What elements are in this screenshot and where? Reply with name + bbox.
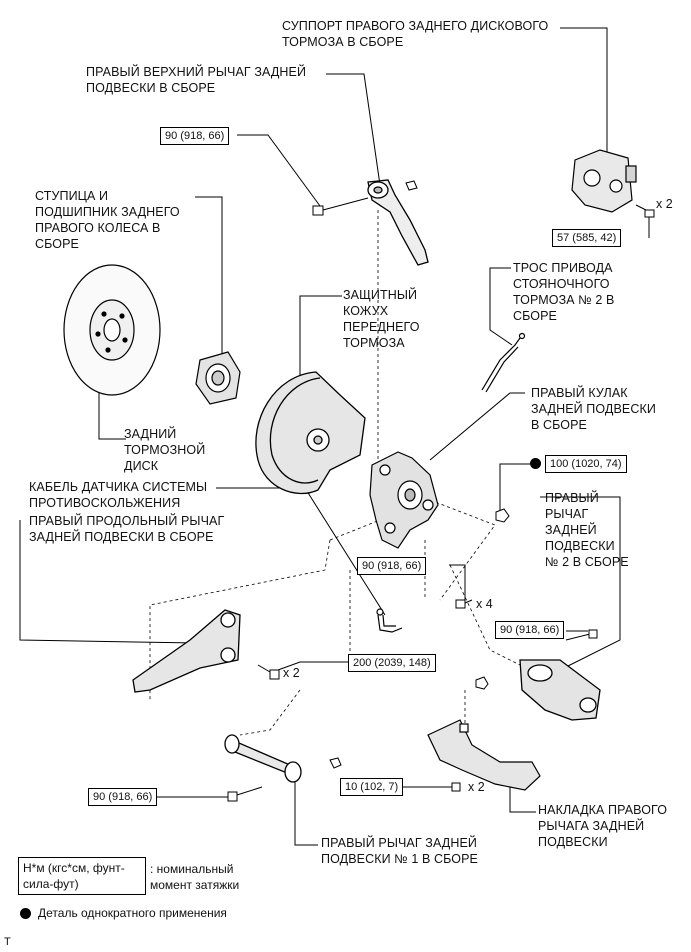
upper-arm-bolt [312, 180, 418, 216]
shield-drawing [255, 371, 366, 495]
arm-no1-drawing [224, 734, 302, 783]
knuckle-nut [495, 508, 510, 523]
leader-trailing [19, 520, 198, 644]
torque-hub: 90 (918, 66) [357, 557, 427, 575]
leader-hub-torque [449, 564, 466, 600]
torque-upper-arm: 90 (918, 66) [160, 127, 230, 145]
legend-units-desc: : номинальный момент затяжки [150, 862, 240, 892]
leader-shield [299, 295, 342, 395]
abs-cable-drawing [376, 608, 403, 633]
leader-knuckle [429, 392, 525, 461]
leader-arm-no1 [294, 775, 318, 846]
caliper-bolt [635, 204, 655, 218]
leader-parking [489, 267, 513, 346]
hub-drawing [195, 351, 241, 405]
abs-cable-label: КАБЕЛЬ ДАТЧИКА СИСТЕМЫ ПРОТИВОСКОЛЬЖЕНИЯ [29, 480, 208, 510]
legend-units-box: Н*м (кгс*см, фунт- сила-фут) [18, 857, 146, 895]
torque-knuckle: 100 (1020, 74) [545, 455, 627, 473]
arm-no1-bolt [227, 757, 342, 802]
leader-knuckle-torque [499, 463, 530, 510]
knuckle-label: ПРАВЫЙ КУЛАК ЗАДНЕЙ ПОДВЕСКИ В СБОРЕ [531, 386, 656, 432]
mult-hub: x 4 [476, 597, 493, 611]
leader-caliper [560, 27, 608, 168]
leader-arm-no2 [540, 496, 621, 671]
cover-label: НАКЛАДКА ПРАВОГО РЫЧАГА ЗАДНЕЙ ПОДВЕСКИ [538, 803, 668, 849]
caliper-drawing [571, 149, 637, 213]
leader-cover [509, 778, 536, 813]
disc-drawing [63, 264, 161, 396]
leader-upper-arm-torque [237, 134, 321, 207]
trailing-arm-drawing [132, 609, 241, 693]
leader-hub [195, 196, 223, 372]
disc-label: ЗАДНИЙ ТОРМОЗНОЙ ДИСК [124, 427, 206, 473]
one-time-use-dot [530, 458, 541, 469]
trailing-arm-label: ПРАВЫЙ ПРОДОЛЬНЫЙ РЫЧАГ ЗАДНЕЙ ПОДВЕСКИ … [29, 514, 225, 544]
knuckle-drawing [369, 451, 439, 549]
mult-cover: x 2 [468, 780, 485, 794]
parking-cable-drawing [481, 332, 526, 393]
hub-bolts [455, 599, 473, 609]
shield-label: ЗАЩИТНЫЙ КОЖУХ ПЕРЕДНЕГО ТОРМОЗА [343, 288, 420, 350]
parking-cable-label: ТРОС ПРИВОДА СТОЯНОЧНОГО ТОРМОЗА № 2 В С… [513, 261, 615, 323]
upper-arm-drawing [367, 179, 429, 266]
footer-mark: T [4, 936, 11, 948]
torque-arm-no2: 90 (918, 66) [495, 621, 565, 639]
cover-bolt [451, 782, 461, 792]
leader-abs [216, 487, 386, 616]
arm-no2-label: ПРАВЫЙ РЫЧАГ ЗАДНЕЙ ПОДВЕСКИ № 2 В СБОРЕ [545, 491, 629, 569]
legend-one-time: Деталь однократного применения [38, 906, 227, 920]
torque-arm-no1: 90 (918, 66) [88, 788, 158, 806]
arm-no2-drawing [519, 659, 601, 721]
trailing-bolt [257, 664, 280, 680]
hub-label: СТУПИЦА И ПОДШИПНИК ЗАДНЕГО ПРАВОГО КОЛЕ… [35, 189, 180, 251]
legend-dot [20, 908, 31, 919]
arm-no1-label: ПРАВЫЙ РЫЧАГ ЗАДНЕЙ ПОДВЕСКИ № 1 В СБОРЕ [321, 836, 478, 866]
mult-caliper: x 2 [656, 197, 673, 211]
leader-trailing-torque [277, 661, 348, 671]
leader-disc [98, 385, 126, 440]
arm-no2-bolt [475, 629, 598, 690]
torque-cover: 10 (102, 7) [340, 778, 404, 796]
mult-trailing: x 2 [283, 666, 300, 680]
caliper-label: СУППОРТ ПРАВОГО ЗАДНЕГО ДИСКОВОГО ТОРМОЗ… [282, 19, 549, 49]
torque-caliper: 57 (585, 42) [552, 229, 622, 247]
torque-trailing: 200 (2039, 148) [348, 654, 436, 672]
cover-drawing [427, 719, 541, 791]
leader-upper-arm [326, 73, 381, 186]
upper-arm-label: ПРАВЫЙ ВЕРХНИЙ РЫЧАГ ЗАДНЕЙ ПОДВЕСКИ В С… [86, 65, 307, 95]
